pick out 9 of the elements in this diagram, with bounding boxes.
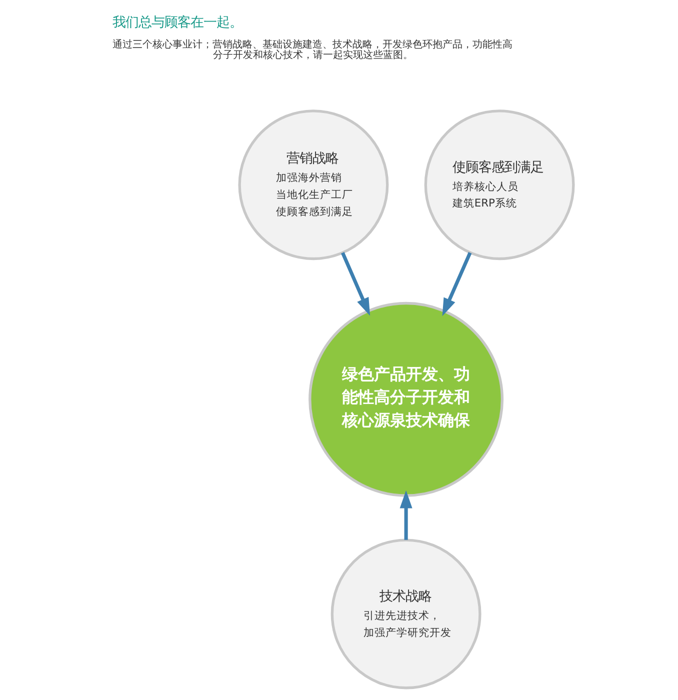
- node-circle: 绿色产品开发、功能性高分子开发和核心源泉技术确保: [308, 302, 504, 497]
- arrow: [340, 252, 370, 316]
- label: 通过三个核心事业计；营销战略、基础设施建造、技术战略，开发绿色环抱产品，功能性高分子开发和核心技术，请一起实现这些蓝图。: [112, 40, 512, 62]
- diagram-title: 我们总与顾客在一起。: [112, 15, 242, 30]
- arrow: [399, 490, 412, 540]
- node-circle: 营销战略 加强海外营销 当地化生产工厂 使顾客感到满足: [238, 110, 388, 260]
- node-circle: 使顾客感到满足 培养核心人员 建筑ERP系统: [424, 110, 574, 260]
- arrow: [442, 252, 472, 316]
- node-circle: 技术战略 引进先进技术， 加强产学研究开发: [330, 538, 481, 690]
